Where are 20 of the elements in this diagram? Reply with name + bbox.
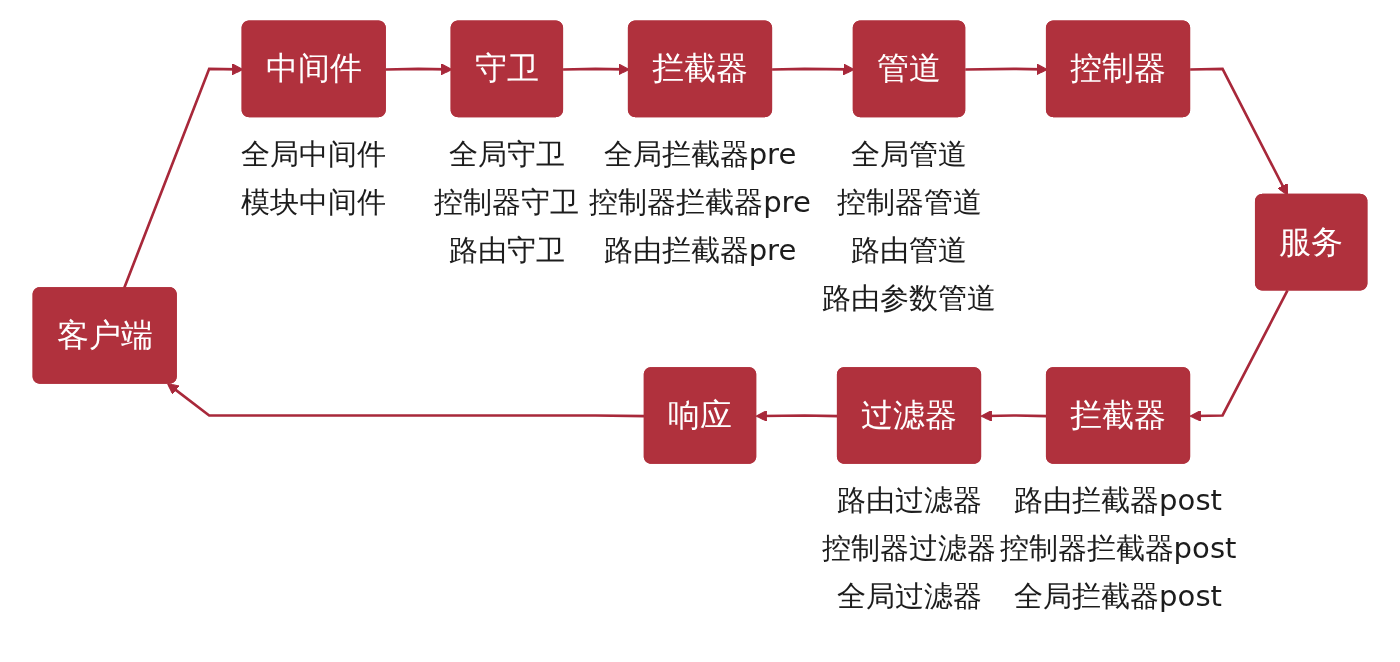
node-note: 控制器守卫 — [434, 184, 580, 220]
node-note: 全局管道 — [851, 136, 967, 172]
node-note: 路由拦截器post — [1014, 483, 1222, 519]
node-note: 控制器拦截器pre — [589, 184, 811, 220]
node-note: 模块中间件 — [241, 184, 387, 220]
node-note: 路由参数管道 — [822, 280, 996, 316]
node-note: 路由守卫 — [448, 232, 565, 268]
node-note: 控制器过滤器 — [822, 531, 996, 567]
node-note: 全局中间件 — [241, 136, 387, 172]
node-note: 路由过滤器 — [836, 483, 982, 519]
node-note: 全局拦截器pre — [603, 136, 797, 172]
node-note: 全局过滤器 — [836, 579, 982, 615]
node-note: 全局拦截器post — [1014, 579, 1222, 615]
node-note: 路由拦截器pre — [603, 232, 797, 268]
arrow — [1189, 289, 1289, 422]
node-note: 控制器管道 — [836, 184, 982, 220]
node-note: 控制器拦截器post — [999, 531, 1237, 567]
node-note: 全局守卫 — [448, 136, 565, 172]
arrow — [1190, 67, 1288, 196]
node-note: 路由管道 — [851, 232, 967, 268]
